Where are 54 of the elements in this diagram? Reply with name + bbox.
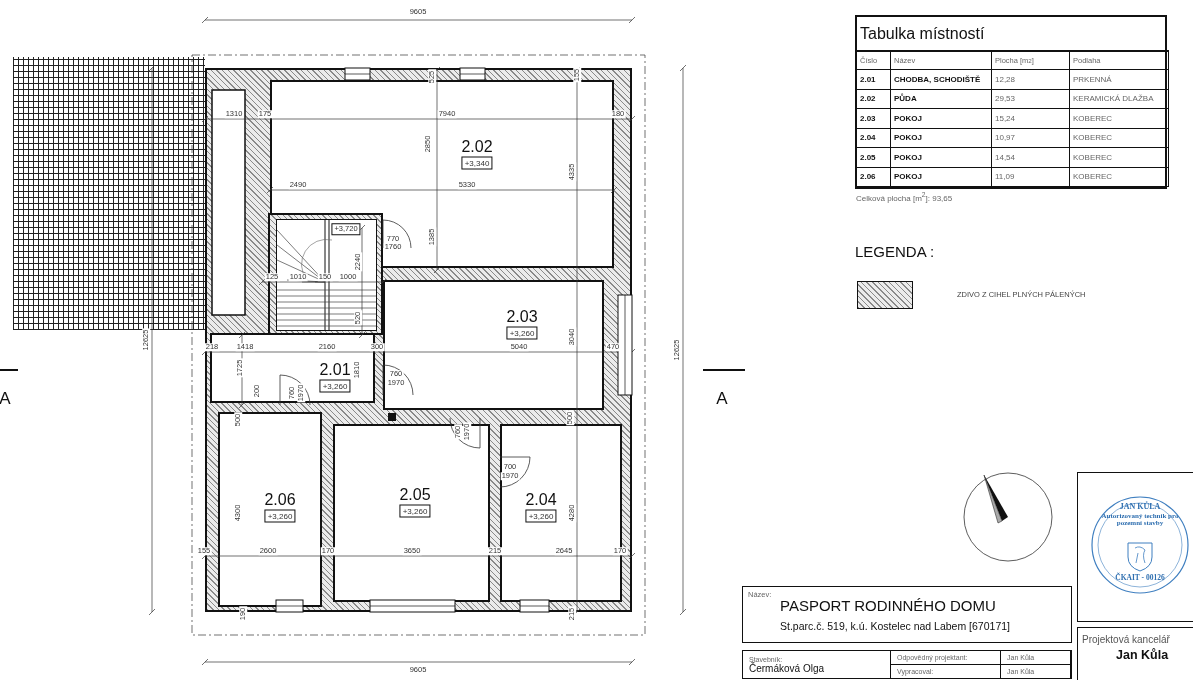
field-value: Čermáková Olga bbox=[749, 662, 826, 674]
floor-level-mark: +3,260 bbox=[399, 504, 431, 518]
room-area bbox=[333, 424, 490, 602]
title-block bbox=[742, 586, 1072, 643]
table-cell: 11,09 bbox=[992, 167, 1070, 187]
table-cell: 10,97 bbox=[992, 128, 1070, 148]
legend-heading: LEGENDA : bbox=[855, 243, 935, 260]
table-cell: POKOJ bbox=[891, 109, 992, 129]
room-area bbox=[383, 280, 604, 410]
table-cell: CHODBA, SCHODIŠTĚ bbox=[891, 70, 992, 90]
floor-level-mark: +3,340 bbox=[461, 156, 493, 170]
table-cell: 29,53 bbox=[992, 89, 1070, 109]
table-cell: KOBEREC bbox=[1070, 128, 1169, 148]
room-number: 2.03 bbox=[506, 308, 538, 325]
room-number: 2.05 bbox=[399, 486, 431, 503]
table-cell: 2.05 bbox=[857, 148, 891, 168]
floor-level-mark: +3,260 bbox=[319, 379, 351, 393]
table-cell: PŮDA bbox=[891, 89, 992, 109]
table-cell: 12,28 bbox=[992, 70, 1070, 90]
stamp-text: JAN KŮLA bbox=[1118, 503, 1162, 512]
table-cell: 14,54 bbox=[992, 148, 1070, 168]
section-mark: A bbox=[0, 389, 12, 407]
floor-level-mark: +3,260 bbox=[506, 326, 538, 340]
room-number: 2.02 bbox=[461, 138, 493, 155]
table-cell: 2.06 bbox=[857, 167, 891, 187]
drawing-subtitle: St.parc.č. 519, k.ú. Kostelec nad Labem [670171] bbox=[780, 620, 1010, 632]
room-number: 2.04 bbox=[525, 491, 557, 508]
office-panel bbox=[1077, 627, 1193, 680]
table-cell: KERAMICKÁ DLAŽBA bbox=[1070, 89, 1169, 109]
table-cell: POKOJ bbox=[891, 148, 992, 168]
room-table bbox=[855, 15, 1167, 189]
table-cell: KOBEREC bbox=[1070, 148, 1169, 168]
table-cell: 2.02 bbox=[857, 89, 891, 109]
section-mark: A bbox=[715, 389, 729, 407]
drawing-title: PASPORT RODINNÉHO DOMU bbox=[780, 597, 996, 614]
room-number: 2.06 bbox=[264, 491, 296, 508]
room-area bbox=[218, 412, 322, 607]
info-table bbox=[742, 650, 1072, 679]
floor-level-mark: +3,260 bbox=[525, 509, 557, 523]
office-owner: Jan Kůla bbox=[1116, 648, 1169, 662]
table-cell: 2.01 bbox=[857, 70, 891, 90]
table-cell: KOBEREC bbox=[1070, 167, 1169, 187]
table-cell: PRKENNÁ bbox=[1070, 70, 1169, 90]
table-cell: 15,24 bbox=[992, 109, 1070, 129]
stamp-panel bbox=[1077, 472, 1193, 622]
table-title: Tabulka místností bbox=[857, 17, 1169, 52]
table-cell: 2.04 bbox=[857, 128, 891, 148]
table-cell: 2.03 bbox=[857, 109, 891, 129]
table-cell: KOBEREC bbox=[1070, 109, 1169, 129]
table-cell: POKOJ bbox=[891, 167, 992, 187]
table-cell: POKOJ bbox=[891, 128, 992, 148]
office-name: Projektová kancelář bbox=[1082, 634, 1170, 645]
floor-level-mark: +3,260 bbox=[264, 509, 296, 523]
room-number: 2.01 bbox=[319, 361, 351, 378]
